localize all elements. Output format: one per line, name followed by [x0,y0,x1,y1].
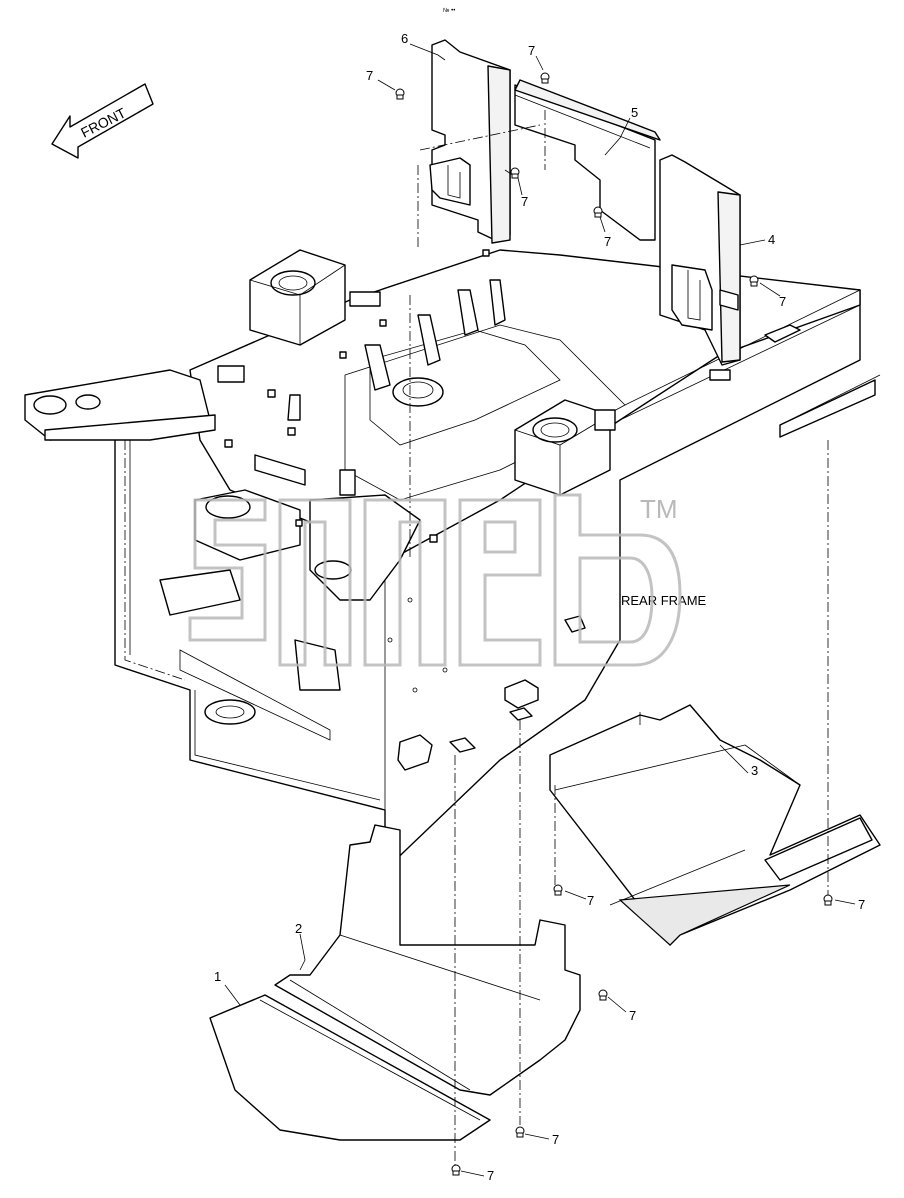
callout-4: 4 [768,232,775,247]
bolt-icon [395,88,405,100]
callout-5: 5 [631,105,638,120]
part-2-cover [274,824,581,1096]
callout-2: 2 [295,921,302,936]
part-4-panel [659,154,741,366]
bolt-icon [540,72,550,84]
bolt-icon [823,894,833,906]
bolt-icon [510,167,520,179]
callout-6: 6 [401,31,408,46]
callout-7-e: 7 [779,294,786,309]
callout-7-d: 7 [604,234,611,249]
part-1-plate [209,994,491,1141]
front-arrow: FRONT [51,83,154,159]
callout-1: 1 [214,969,221,984]
assembly-label: REAR FRAME [621,593,707,608]
callout-7-h: 7 [629,1008,636,1023]
top-mark: № •• [443,7,455,14]
bolt-icon [749,275,759,287]
rear-frame: REAR FRAME [24,249,881,871]
callout-7-g: 7 [858,897,865,912]
callout-7-a: 7 [366,68,373,83]
callout-7-f: 7 [587,893,594,908]
watermark-trademark: TM [640,494,678,524]
watermark-logo: TM [188,493,682,667]
callout-7-b: 7 [528,43,535,58]
callouts: 6 7 7 5 7 7 4 7 3 7 7 2 1 7 7 7 [214,31,865,1183]
callout-7-c: 7 [521,194,528,209]
bolt-icon [553,884,563,896]
bolt-icon [451,1164,461,1176]
callout-3: 3 [751,763,758,778]
callout-7-i: 7 [552,1132,559,1147]
bolts [395,72,833,1176]
part-6-panel [429,39,511,244]
bolt-icon [593,206,603,218]
bolt-icon [515,1126,525,1138]
leader-lines [224,43,856,1177]
callout-7-j: 7 [487,1168,494,1183]
part-3-cover [549,704,881,946]
bolt-icon [598,989,608,1001]
part-5-panel [514,79,661,241]
